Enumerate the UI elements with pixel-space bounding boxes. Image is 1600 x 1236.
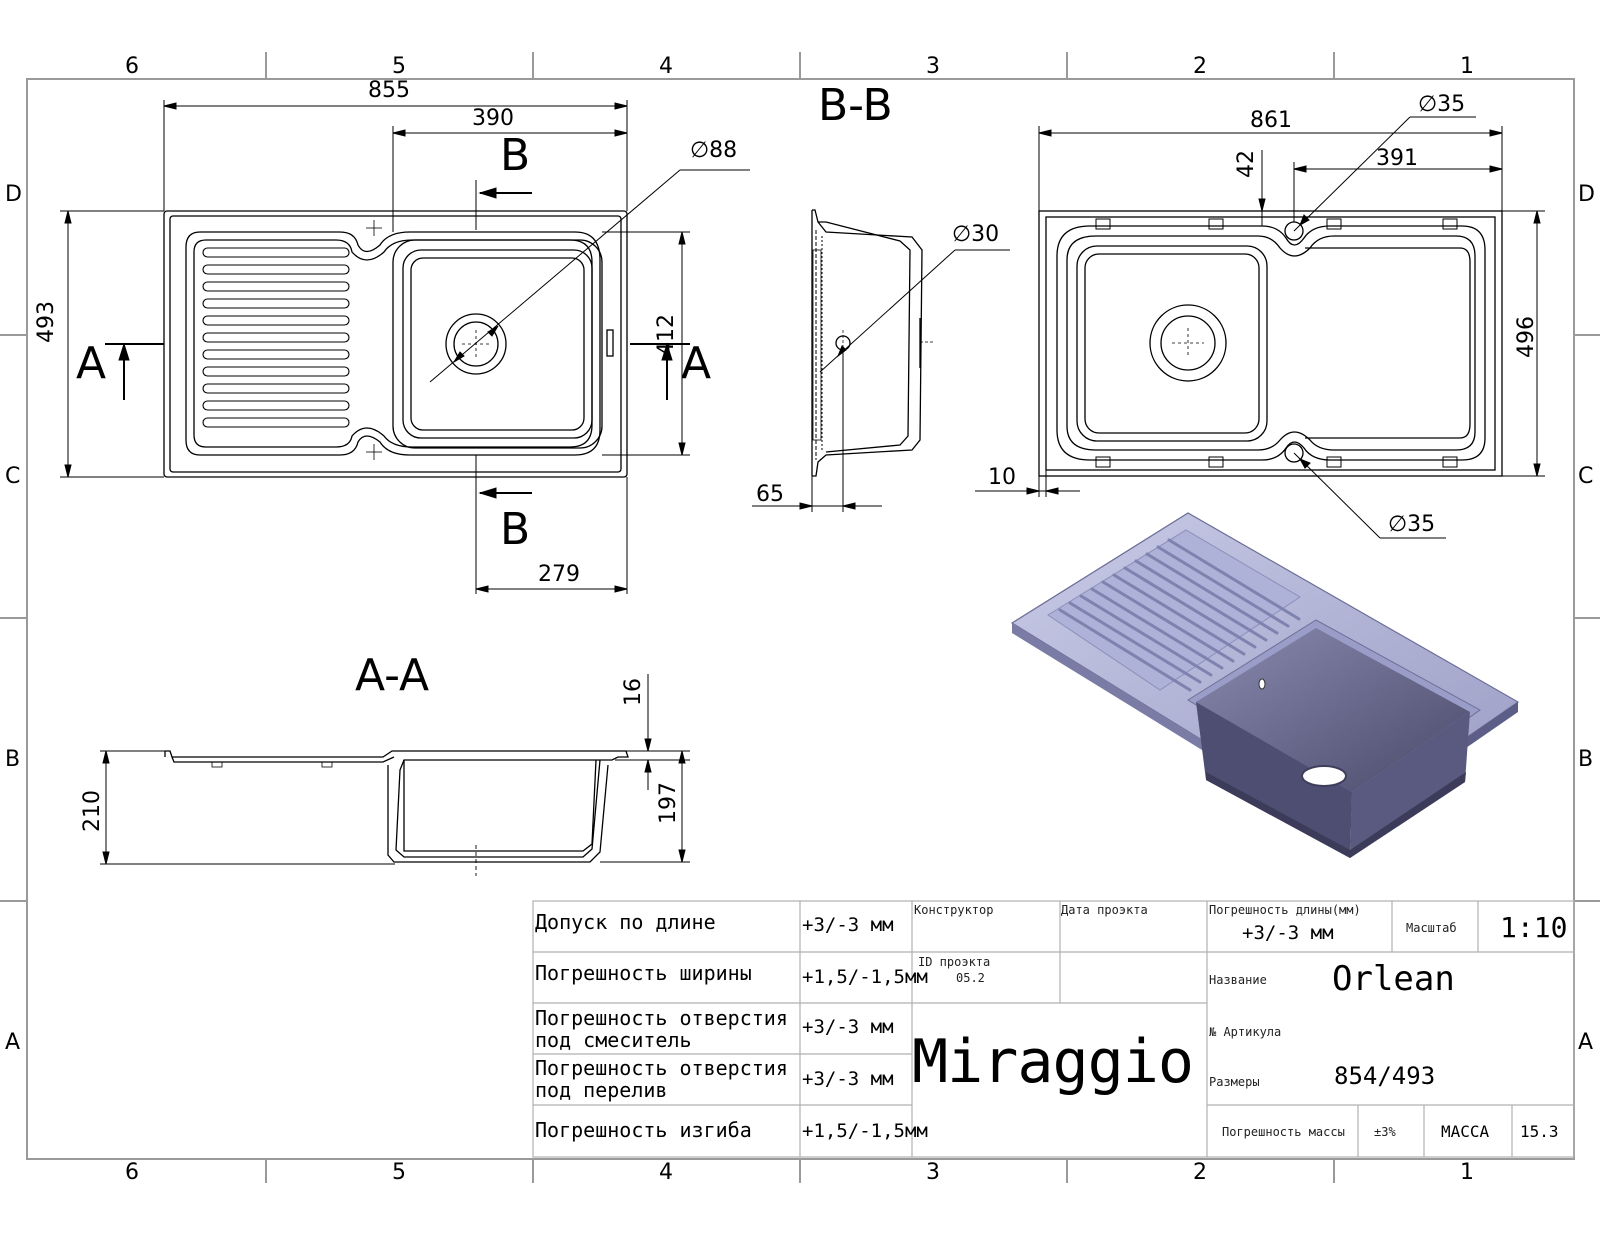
dim-drain-diameter: ∅88 — [690, 138, 738, 163]
dim-offset: 279 — [538, 562, 580, 587]
frame-row-label: C — [1578, 464, 1594, 489]
frame-col-label: 4 — [659, 1160, 673, 1185]
tolerance-value: +1,5/-1,5мм — [802, 966, 928, 988]
section-marker-a: A — [681, 338, 712, 389]
brand-logo: Miraggio — [912, 1027, 1194, 1097]
title-block-grid — [532, 900, 1575, 1158]
length-error-label: Погрешность длины(мм) — [1209, 903, 1361, 917]
frame-col-label: 1 — [1460, 54, 1474, 79]
sizes-label: Размеры — [1209, 1075, 1260, 1089]
dim-bowl-height: 412 — [654, 314, 679, 356]
frame-row-label: A — [1578, 1030, 1594, 1055]
dim-cutout-length: 861 — [1250, 108, 1292, 133]
frame-row-label: B — [5, 747, 21, 772]
dim-hole-offset: 42 — [1234, 150, 1259, 178]
dim-cutout-width: 496 — [1514, 316, 1539, 358]
mass-label: МАССА — [1441, 1122, 1490, 1141]
tolerance-value: +3/-3 мм — [802, 1016, 894, 1038]
section-marker-b: B — [500, 504, 531, 555]
name-value: Orlean — [1332, 959, 1455, 999]
frame-col-label: 6 — [125, 54, 139, 79]
frame-col-label: 1 — [1460, 1160, 1474, 1185]
frame-col-label: 5 — [392, 1160, 406, 1185]
scale-value: 1:10 — [1500, 911, 1568, 944]
dim-cutout-bowl: 391 — [1376, 146, 1418, 171]
sizes-value: 854/493 — [1334, 1062, 1436, 1090]
dim-hole-diameter: ∅35 — [1388, 512, 1436, 537]
mass-error-label: Погрешность массы — [1222, 1125, 1345, 1139]
name-label: Название — [1209, 973, 1267, 987]
length-error-value: +3/-3 мм — [1242, 922, 1334, 944]
frame-col-label: 5 — [392, 54, 406, 79]
dim-rim-depth: 65 — [756, 482, 784, 507]
tolerance-label: Погрешность изгиба — [535, 1118, 752, 1142]
scale-label: Масштаб — [1406, 921, 1457, 935]
tolerance-value: +3/-3 мм — [802, 914, 894, 936]
tolerance-label: Погрешность отверстия под смеситель — [535, 1006, 788, 1052]
tolerance-value: +3/-3 мм — [802, 1068, 894, 1090]
section-marker-b: B — [500, 130, 531, 181]
frame-row-label: D — [1578, 182, 1595, 207]
frame-col-label: 4 — [659, 54, 673, 79]
dim-bowl-depth: 197 — [656, 782, 681, 824]
dim-bowl-width: 390 — [472, 106, 514, 131]
section-bb-title: B-B — [818, 80, 893, 131]
frame-col-label: 3 — [926, 54, 940, 79]
designer-label: Конструктор — [914, 903, 994, 917]
frame-row-label: A — [5, 1030, 21, 1055]
frame-col-label: 6 — [125, 1160, 139, 1185]
frame-row-label: C — [5, 464, 21, 489]
project-id-value: 05.2 — [956, 971, 985, 985]
mass-value: 15.3 — [1520, 1122, 1559, 1141]
frame-row-label: D — [5, 182, 22, 207]
top-view-dimensions — [60, 100, 750, 594]
section-aa-title: A-A — [355, 650, 430, 701]
frame-row-label: B — [1578, 747, 1594, 772]
article-label: № Артикула — [1209, 1025, 1282, 1039]
project-id-label: ID проэкта — [918, 955, 991, 969]
cutout-view — [1038, 210, 1503, 477]
section-marker-a: A — [76, 338, 107, 389]
tolerance-label: Допуск по длине — [535, 910, 716, 934]
dim-total-depth: 210 — [80, 790, 105, 832]
tolerance-label: Погрешность отверстия под перелив — [535, 1056, 788, 1102]
frame-col-label: 3 — [926, 1160, 940, 1185]
top-view — [163, 210, 628, 478]
dim-width: 493 — [34, 301, 59, 343]
mass-error-value: ±3% — [1374, 1125, 1396, 1139]
section-bb-view — [811, 209, 935, 477]
frame-col-label: 2 — [1193, 1160, 1207, 1185]
date-label: Дата проэкта — [1061, 903, 1148, 917]
tolerance-label: Погрешность ширины — [535, 961, 752, 985]
frame-col-label: 2 — [1193, 54, 1207, 79]
section-aa-dimensions — [100, 674, 690, 865]
cutout-view-dimensions — [975, 116, 1545, 539]
dim-hole-diameter: ∅35 — [1418, 92, 1466, 117]
section-aa-view — [164, 750, 629, 876]
sink-3d-render — [1010, 512, 1520, 858]
section-bb-dimensions — [752, 249, 1010, 512]
dim-edge-offset: 10 — [988, 465, 1016, 490]
dim-length: 855 — [368, 78, 410, 103]
dim-rim-thickness: 16 — [621, 678, 646, 706]
dim-overflow-diameter: ∅30 — [952, 222, 1000, 247]
drawing-frame — [0, 52, 1600, 1183]
tolerance-value: +1,5/-1,5мм — [802, 1120, 928, 1142]
